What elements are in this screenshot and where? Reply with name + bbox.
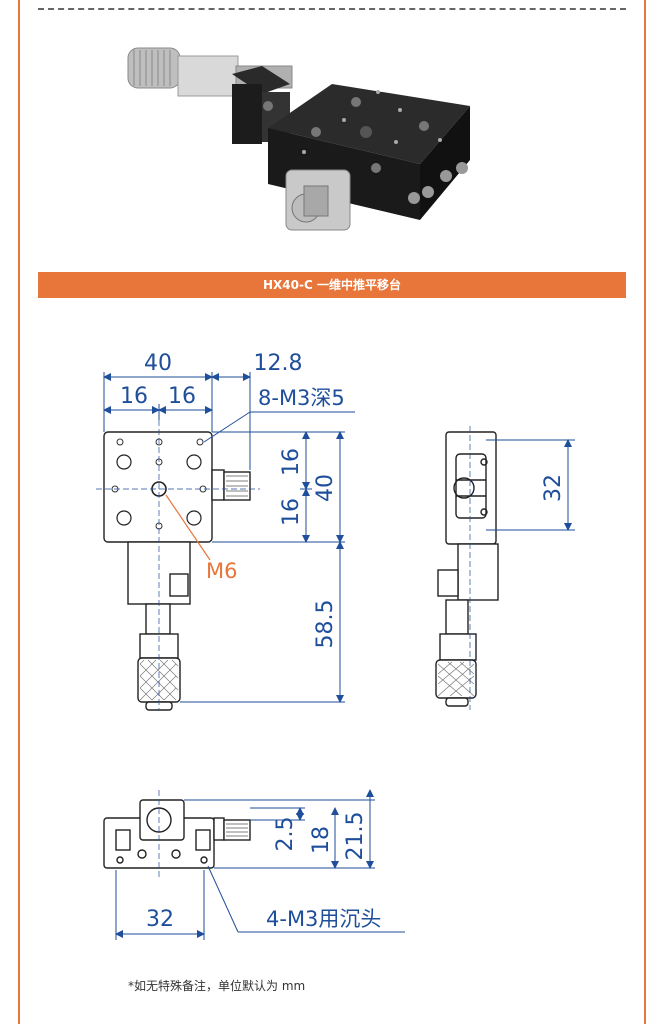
dim-h-2-5: 2.5 xyxy=(273,817,298,852)
dim-width-40: 40 xyxy=(144,351,172,376)
dim-h-18: 18 xyxy=(309,826,334,854)
front-view xyxy=(103,799,251,869)
dim-half-16-right: 16 xyxy=(168,384,196,409)
dim-offset-12-8: 12.8 xyxy=(254,351,303,376)
dim-vert-16-bottom: 16 xyxy=(279,498,304,526)
frame-left-border xyxy=(18,0,20,1024)
product-title-bar: HX40-C 一维中推平移台 xyxy=(38,272,626,298)
dim-center-thread: M6 xyxy=(206,559,237,583)
dim-side-32: 32 xyxy=(541,474,566,502)
dim-vert-40: 40 xyxy=(313,474,338,502)
unit-footnote: *如无特殊备注，单位默认为 mm xyxy=(128,979,306,993)
dim-half-16-left: 16 xyxy=(120,384,148,409)
dim-micrometer-58-5: 58.5 xyxy=(313,600,338,649)
dim-h-21-5: 21.5 xyxy=(343,812,368,861)
dim-thread-holes: 8-M3深5 xyxy=(258,386,345,410)
dim-counterbore: 4-M3用沉头 xyxy=(266,907,381,931)
dim-bottom-32: 32 xyxy=(146,907,174,932)
frame-right-border xyxy=(644,0,646,1024)
side-view xyxy=(435,431,499,707)
dim-vert-16-top: 16 xyxy=(279,448,304,476)
top-divider xyxy=(38,8,626,10)
